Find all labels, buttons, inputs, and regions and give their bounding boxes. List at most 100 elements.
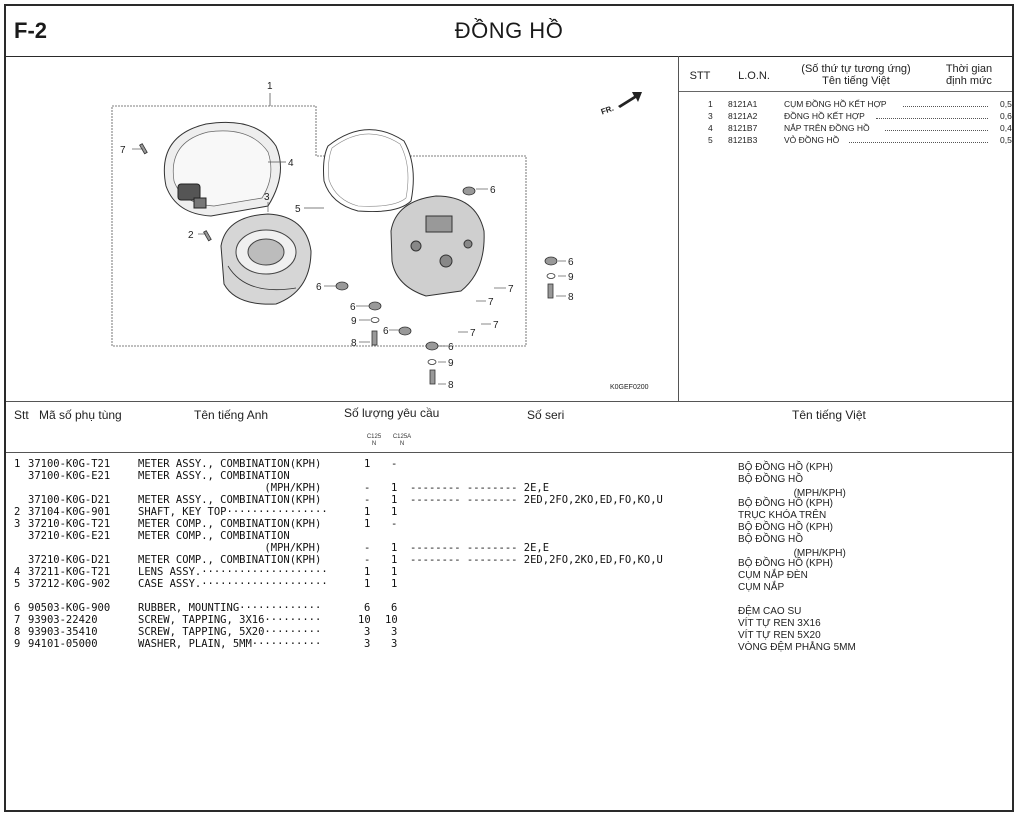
labor-time-table: STT L.O.N. (Số thứ tự tương ứng) Tên tiế…: [679, 56, 1012, 401]
table-row: 37210-K0G-D21 METER COMP., COMBINATION(K…: [6, 554, 1012, 569]
exploded-diagram: FR.: [6, 56, 679, 401]
row-vn: CỤM NẮP: [738, 582, 785, 593]
row-vn: VÍT TỰ REN 3X16: [738, 618, 821, 629]
row-en: (MPH/KPH): [138, 482, 322, 494]
col-header-vn: Tên tiếng Việt: [792, 408, 866, 422]
model-header-c125a: C125A N: [388, 434, 416, 448]
labor-time: 0,4: [1000, 123, 1012, 133]
row-code: 37210-K0G-T21: [28, 518, 111, 530]
row-en: METER COMP., COMBINATION: [138, 530, 290, 542]
row-vn: ĐỆM CAO SU: [738, 606, 802, 617]
row-en: METER ASSY., COMBINATION(KPH): [138, 494, 322, 506]
callout-label: 7: [493, 320, 499, 331]
model-sub: N: [399, 441, 405, 447]
table-row: (MPH/KPH) - 1 -------- -------- 2E,E (MP…: [6, 482, 1012, 499]
labor-header-time2: định mức: [946, 75, 992, 87]
table-row: 4 37211-K0G-T21 LENS ASSY.··············…: [6, 566, 1012, 581]
row-qty2: 1: [391, 506, 398, 518]
labor-header-stt: STT: [689, 70, 711, 82]
row-qty2: 1: [391, 482, 398, 494]
row-stt: 7: [14, 614, 21, 626]
row-en: SCREW, TAPPING, 5X20·········: [138, 626, 322, 638]
row-vn: BỘ ĐỒNG HỒ: [738, 534, 804, 545]
meter-comp-part: [220, 213, 312, 305]
washer-icon: [546, 273, 556, 279]
table-row: 8 93903-35410 SCREW, TAPPING, 5X20······…: [6, 626, 1012, 641]
col-header-en: Tên tiếng Anh: [194, 408, 269, 422]
row-en: RUBBER, MOUNTING·············: [138, 602, 322, 614]
callout-label: 9: [568, 272, 574, 283]
rubber-mount-icon: [335, 281, 349, 291]
row-qty1: 1: [364, 566, 371, 578]
table-row: 37100-K0G-E21 METER ASSY., COMBINATION B…: [6, 470, 1012, 485]
labor-stt: 3: [708, 111, 713, 121]
screw-icon: [371, 330, 378, 346]
leader-dots: [849, 135, 988, 143]
callout-label: 5: [295, 204, 301, 215]
row-qty2: 3: [391, 638, 398, 650]
row-serial: -------- -------- 2E,E: [410, 482, 550, 494]
labor-name: ĐỒNG HỒ KẾT HỢP: [784, 111, 865, 121]
row-qty2: 6: [391, 602, 398, 614]
table-row: 1 37100-K0G-T21 METER ASSY., COMBINATION…: [6, 458, 1012, 473]
row-qty1: 3: [364, 626, 371, 638]
callout-label: 6: [448, 342, 454, 353]
row-qty2: 1: [391, 554, 398, 566]
row-vn: BỘ ĐỒNG HỒ (KPH): [738, 558, 834, 569]
labor-time: 0,5: [1000, 135, 1012, 145]
row-code: 37210-K0G-D21: [28, 554, 111, 566]
row-vn: CỤM NẮP ĐÈN: [738, 570, 808, 581]
row-serial: -------- -------- 2E,E: [410, 542, 550, 554]
row-en: METER COMP., COMBINATION(KPH): [138, 554, 322, 566]
labor-stt: 4: [708, 123, 713, 133]
row-stt: 8: [14, 626, 21, 638]
rubber-mount-icon: [368, 301, 382, 311]
table-row: 6 90503-K0G-900 RUBBER, MOUNTING········…: [6, 602, 1012, 617]
labor-lon: 8121B3: [728, 135, 758, 145]
labor-row: 1 8121A1 CỤM ĐỒNG HỒ KẾT HỢP 0,5: [679, 99, 1012, 110]
row-stt: 5: [14, 578, 21, 590]
row-code: 94101-05000: [28, 638, 98, 650]
callout-label: 6: [490, 185, 496, 196]
row-stt: 4: [14, 566, 21, 578]
col-header-serial: Số seri: [527, 408, 565, 422]
leader-dots: [876, 111, 988, 119]
row-en: CASE ASSY.····················: [138, 578, 328, 590]
callout-label: 1: [267, 81, 273, 92]
callout-label: 7: [508, 284, 514, 295]
labor-name: VỎ ĐỒNG HỒ: [784, 135, 840, 145]
divider: [679, 91, 1012, 92]
row-vn: (MPH/KPH): [738, 488, 846, 499]
callout-label: 3: [264, 192, 270, 203]
row-code: 37100-K0G-T21: [28, 458, 111, 470]
washer-icon: [370, 317, 380, 323]
labor-time: 0,6: [1000, 111, 1012, 121]
callout-label: 9: [351, 316, 357, 327]
row-qty2: 1: [391, 578, 398, 590]
divider: [6, 452, 1012, 453]
table-row: 2 37104-K0G-901 SHAFT, KEY TOP··········…: [6, 506, 1012, 521]
row-code: 37100-K0G-E21: [28, 470, 111, 482]
labor-lon: 8121A2: [728, 111, 758, 121]
row-vn: VÍT TỰ REN 5X20: [738, 630, 821, 641]
labor-stt: 1: [708, 99, 713, 109]
callout-label: 8: [568, 292, 574, 303]
divider: [6, 401, 1012, 402]
diagram-code: K0GEF0200: [610, 384, 649, 391]
row-qty1: -: [364, 494, 371, 506]
row-qty1: 1: [364, 458, 371, 470]
callout-label: 6: [350, 302, 356, 313]
col-header-stt: Stt: [14, 408, 29, 422]
table-row: (MPH/KPH) - 1 -------- -------- 2E,E (MP…: [6, 542, 1012, 559]
callout-label: 8: [448, 380, 454, 391]
row-stt: 9: [14, 638, 21, 650]
row-en: LENS ASSY.····················: [138, 566, 328, 578]
labor-header-desc2: Tên tiếng Việt: [822, 75, 890, 87]
row-qty1: -: [364, 554, 371, 566]
row-qty2: 1: [391, 566, 398, 578]
row-vn: BỘ ĐỒNG HỒ (KPH): [738, 498, 834, 509]
row-qty2: 3: [391, 626, 398, 638]
labor-name: NẮP TRÊN ĐỒNG HỒ: [784, 123, 870, 133]
page-header: F-2 ĐỒNG HỒ: [6, 6, 1012, 57]
row-vn: (MPH/KPH): [738, 548, 846, 559]
